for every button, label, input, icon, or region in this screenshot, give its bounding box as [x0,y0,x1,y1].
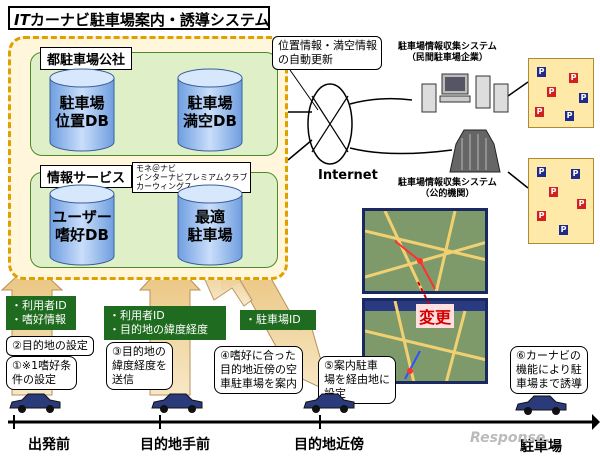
parking-icon: P [571,169,580,179]
car-icon [303,393,355,413]
db-location-cylinder: 駐車場 位置DB [48,68,116,152]
parking-icon: P [577,199,586,209]
auto-update-callout: 位置情報・満空情報 の自動更新 [272,36,382,70]
parking-icon: P [537,67,546,77]
db-optimal-label: 最適 駐車場 [187,208,233,244]
send-info-parking: ・駐車場ID [240,310,316,330]
parking-icon: P [565,111,574,121]
db-user-cylinder: ユーザー 嗜好DB [48,184,116,266]
service-label: 情報サービス [40,165,133,188]
parking-icon: P [559,225,568,235]
step-4-label: ④嗜好に合った 目的地近傍の空 車駐車場を案内 [214,346,303,394]
step-3-label: ③目的地の 緯度経度を 送信 [106,342,173,390]
parking-icon: P [579,93,588,103]
public-system-label: 駐車場情報収集システム （公的機関） [398,178,497,199]
stage-before-destination: 目的地手前 [140,437,210,453]
db-location-label: 駐車場 位置DB [55,94,109,130]
db-vacancy-cylinder: 駐車場 満空DB [176,68,244,152]
car-icon [515,395,567,415]
step-2-label: ②目的地の設定 [6,336,94,356]
send-info-user: ・利用者ID ・嗜好情報 [6,296,76,330]
stage-departure: 出発前 [28,437,70,453]
db-optimal-cylinder: 最適 駐車場 [176,184,244,266]
send-info-destination: ・利用者ID ・目的地の緯度経度 [104,306,226,340]
title-prefix: IT [14,11,30,29]
car-icon [151,393,203,413]
parking-icon: P [537,167,546,177]
internet-label: Internet [318,168,378,183]
private-parking-area: P P P P P P [528,58,594,128]
parking-icon: P [569,73,578,83]
internet-globe-icon [307,83,353,165]
car-icon [9,393,61,413]
public-parking-area: P P P P P P [528,158,594,244]
stage-parking: 駐車場 [520,439,562,455]
step-1-label: ①※1嗜好条 件の設定 [6,356,78,390]
public-building-icon [449,129,501,173]
page-title: ITカーナビ駐車場案内・誘導システム [8,6,270,30]
stage-near-destination: 目的地近傍 [294,437,364,453]
parking-icon: P [537,211,546,221]
server-computers-icon [421,73,509,113]
db-vacancy-label: 駐車場 満空DB [183,94,237,130]
parking-icon: P [547,87,556,97]
change-label: 変更 [416,304,455,328]
org-label: 都駐車場公社 [40,47,133,70]
parking-icon: P [549,187,558,197]
parking-icon: P [535,107,544,117]
private-system-label: 駐車場情報収集システム （民間駐車場企業） [398,42,497,63]
title-text: カーナビ駐車場案内・誘導システム [29,11,270,29]
watermark-logo: Response. [470,430,551,446]
nav-map-screen-1 [362,208,488,294]
step-6-label: ⑥カーナビの 機能により駐 車場まで誘導 [510,346,588,394]
db-user-label: ユーザー 嗜好DB [52,208,112,244]
